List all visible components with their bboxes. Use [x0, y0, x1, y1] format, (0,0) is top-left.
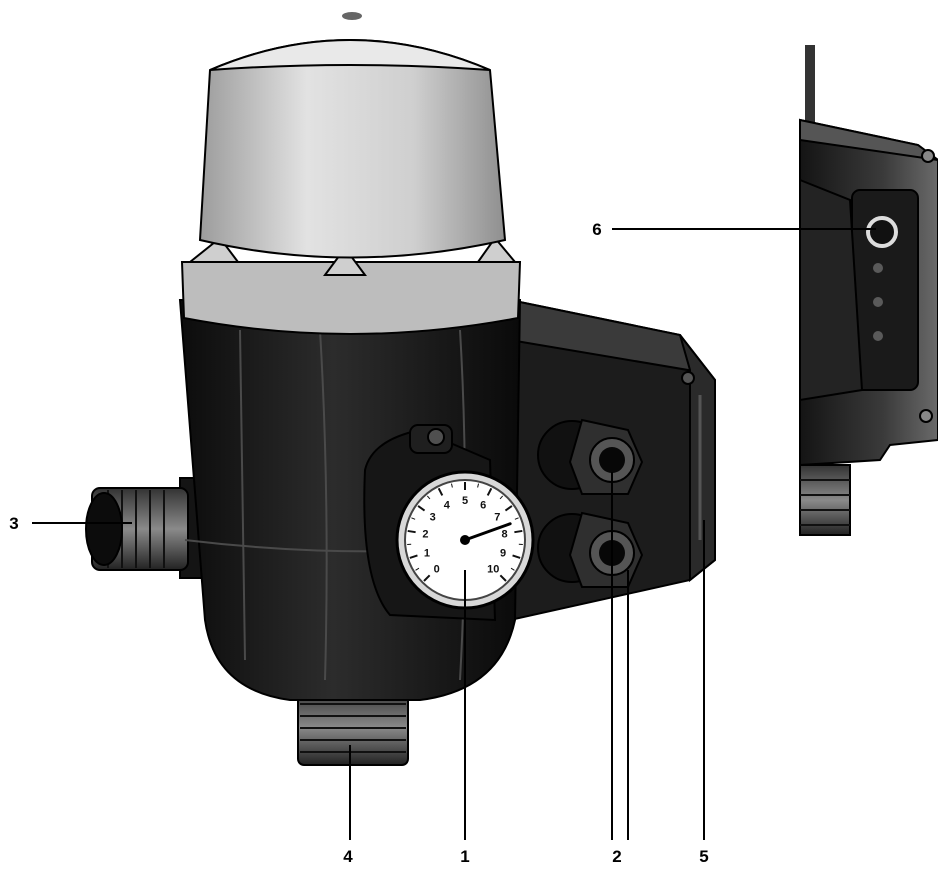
- bottom-outlet-thread: [297, 689, 409, 766]
- callout-label-2: 2: [612, 847, 621, 866]
- gauge-number: 6: [480, 499, 486, 511]
- inset-detail-view: [799, 45, 938, 536]
- gauge-number: 5: [462, 495, 468, 507]
- callout-label-5: 5: [699, 847, 708, 866]
- gauge-number: 4: [444, 499, 451, 511]
- gauge-number: 2: [422, 529, 428, 541]
- callout-label-1: 1: [460, 847, 469, 866]
- gauge-tick: [512, 554, 521, 559]
- gauge-tick: [437, 487, 444, 496]
- gauge-number: 8: [501, 529, 507, 541]
- gauge-tick: [486, 487, 493, 496]
- gauge-tick: [499, 574, 507, 582]
- gauge-number: 10: [487, 563, 499, 575]
- cable-gland-upper: [537, 418, 644, 495]
- collar-lugs: [187, 236, 518, 276]
- gauge-tick: [423, 574, 431, 582]
- gauge-tick: [504, 505, 513, 512]
- cable-gland-lower: [537, 511, 644, 588]
- gauge-number: 1: [424, 547, 430, 559]
- collar-ring: [180, 261, 522, 335]
- gauge-tick: [407, 529, 416, 534]
- gauge-needle: [463, 522, 512, 542]
- leader-lines: [32, 228, 876, 840]
- gauge-hub: [460, 535, 470, 545]
- callout-label-3: 3: [9, 514, 18, 533]
- gauge-tick: [409, 554, 418, 559]
- gauge-tick: [510, 567, 515, 571]
- gauge-tick: [499, 495, 504, 500]
- indicator-led: [873, 263, 883, 273]
- callout-labels: 1 2 2 3 4 5 6: [9, 220, 708, 866]
- indicator-led: [873, 331, 883, 341]
- indicator-led: [873, 297, 883, 307]
- reset-button: [866, 216, 898, 248]
- gauge-tick: [411, 517, 416, 520]
- gauge-tick: [514, 517, 519, 520]
- gauge-tick: [426, 495, 431, 500]
- gauge-tick: [477, 483, 480, 488]
- gauge-number: 9: [500, 547, 506, 559]
- callout-label-6: 6: [592, 220, 601, 239]
- gauge-tick: [450, 483, 453, 488]
- gauge-number: 3: [430, 511, 436, 523]
- gauge-tick: [514, 529, 523, 534]
- gauge-number: 7: [494, 511, 500, 523]
- gauge-tick: [415, 567, 420, 571]
- gauge-number: 0: [434, 563, 440, 575]
- gauge-ticks: [407, 482, 523, 582]
- gauge-tick: [417, 505, 426, 512]
- top-cap: [198, 39, 507, 259]
- callout-label-4: 4: [343, 847, 353, 866]
